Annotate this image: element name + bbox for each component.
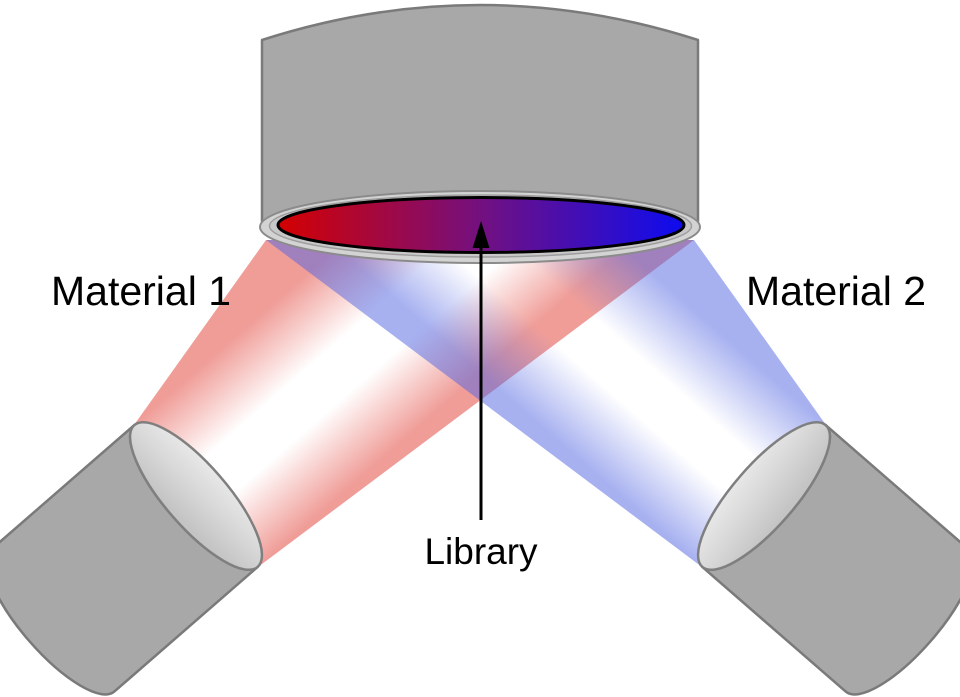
material2-label: Material 2 xyxy=(746,268,926,314)
material1-label: Material 1 xyxy=(51,268,231,314)
library-label: Library xyxy=(424,531,538,572)
gun-face-left xyxy=(128,420,264,572)
library-arrow xyxy=(472,221,490,520)
gun-face-right xyxy=(696,420,832,572)
sputter-gun-left xyxy=(0,420,264,696)
sputter-gun-right xyxy=(696,420,960,696)
beam-material2 xyxy=(266,240,826,567)
library-arrowhead-icon xyxy=(472,221,490,248)
